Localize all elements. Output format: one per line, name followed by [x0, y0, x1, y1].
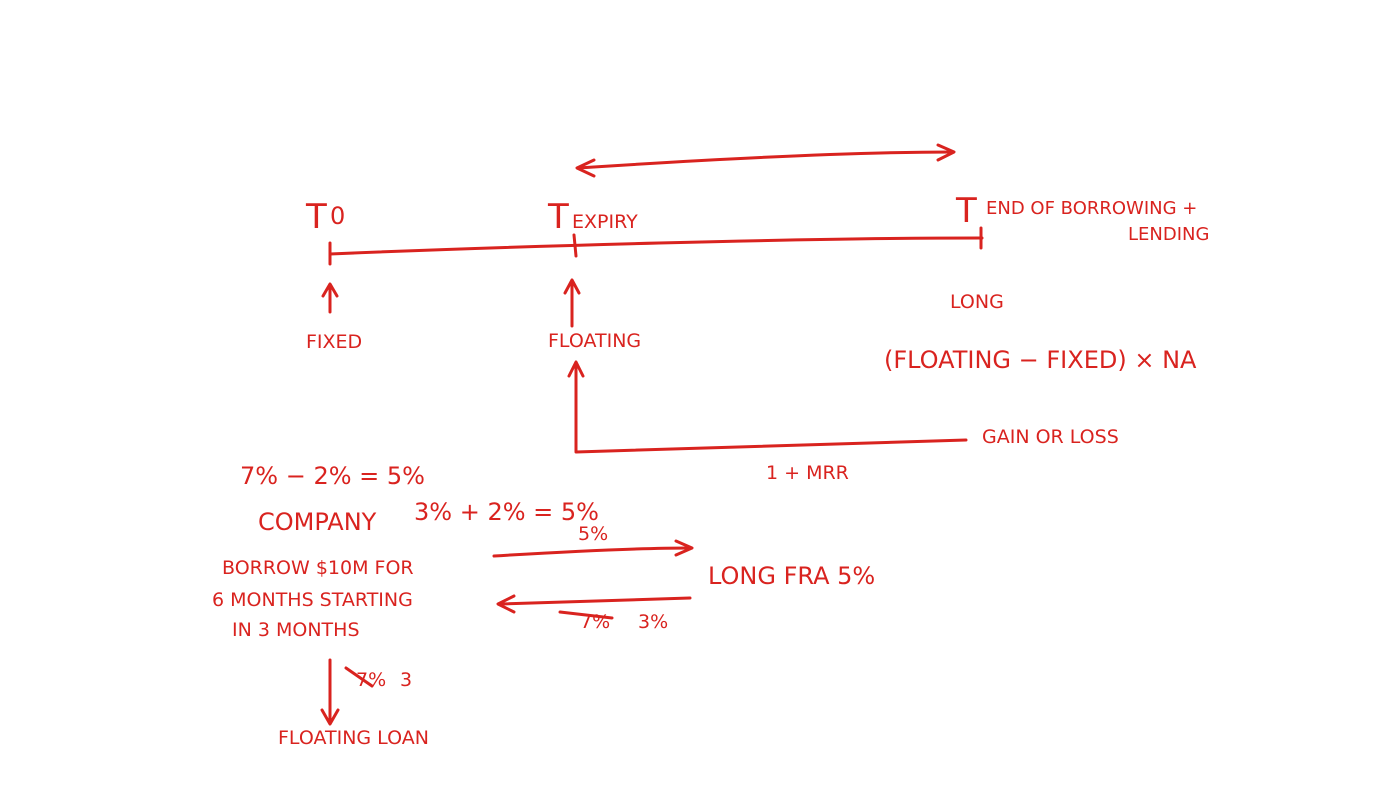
label-tend-subscript-line1: END OF BORROWING +	[986, 198, 1197, 219]
down-arrow-head	[320, 708, 340, 726]
top-double-arrow-line	[576, 150, 954, 170]
label-tend-letter: T	[955, 191, 977, 231]
top-double-arrow-left-head	[575, 158, 596, 178]
top-double-arrow-right-head	[936, 143, 956, 162]
discount-arrow-head	[567, 360, 585, 378]
pay-fixed-arrow-head	[674, 539, 694, 557]
label-texpiry-subscript: EXPIRY	[572, 211, 638, 233]
arrow-up-floating-head	[563, 278, 581, 295]
label-return-rate: 3%	[638, 611, 668, 633]
label-calc2: 3% + 2% = 5%	[414, 498, 599, 526]
pay-fixed-arrow-line	[492, 546, 692, 558]
receive-arrow-head	[496, 594, 516, 614]
label-long: LONG	[950, 291, 1004, 313]
label-floating-loan: FLOATING LOAN	[278, 727, 429, 749]
label-tend-subscript-line2: LENDING	[1128, 224, 1209, 245]
receive-arrow-line	[498, 596, 692, 606]
diagram-lines	[320, 143, 984, 726]
label-t0-letter: T	[305, 197, 327, 237]
label-t0-subscript: 0	[330, 202, 345, 230]
label-borrow-line1: BORROW $10M FOR	[222, 557, 414, 579]
timeline-axis	[328, 236, 984, 256]
tick-texpiry	[572, 233, 578, 258]
return-rate-strike	[558, 610, 614, 620]
floating-rate-strike	[344, 666, 374, 688]
label-borrow-line2: 6 MONTHS STARTING	[212, 589, 413, 611]
label-gain-loss: GAIN OR LOSS	[982, 426, 1119, 448]
label-texpiry-letter: T	[547, 197, 569, 237]
label-borrow-line3: IN 3 MONTHS	[232, 619, 360, 641]
discount-arrow-line	[574, 362, 968, 454]
label-return-rate-struck: 7%	[580, 611, 610, 633]
label-floating-rate-struck: 7%	[356, 669, 386, 691]
label-fixed: FIXED	[306, 331, 362, 353]
label-long-fra: LONG FRA 5%	[708, 562, 875, 590]
label-company: COMPANY	[258, 508, 377, 536]
label-floating-rate: 3	[400, 669, 412, 691]
label-discount: 1 + MRR	[766, 462, 849, 484]
label-floating: FLOATING	[548, 330, 641, 352]
label-calc1: 7% − 2% = 5%	[240, 462, 425, 490]
label-calc2-result: 5%	[578, 523, 608, 545]
arrow-up-fixed-head	[321, 282, 339, 298]
label-formula: (FLOATING − FIXED) × NA	[884, 346, 1197, 374]
